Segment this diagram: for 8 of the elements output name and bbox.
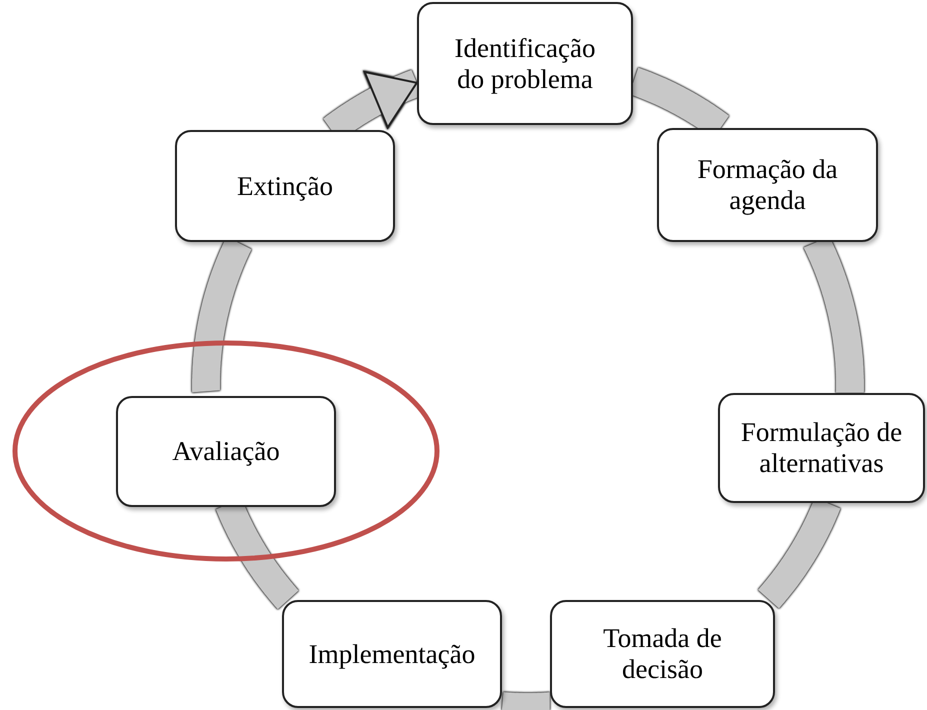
stage-box: Identificação do problema bbox=[417, 2, 633, 125]
highlight-ellipse bbox=[12, 340, 440, 562]
stage-box: Implementação bbox=[282, 600, 502, 708]
stage-box: Avaliação bbox=[116, 396, 336, 506]
stage-box: Extinção bbox=[175, 130, 395, 242]
stage-box: Formação da agenda bbox=[657, 128, 878, 242]
stage-box: Tomada de decisão bbox=[550, 600, 775, 708]
stage-box: Formulação de alternativas bbox=[718, 393, 925, 503]
